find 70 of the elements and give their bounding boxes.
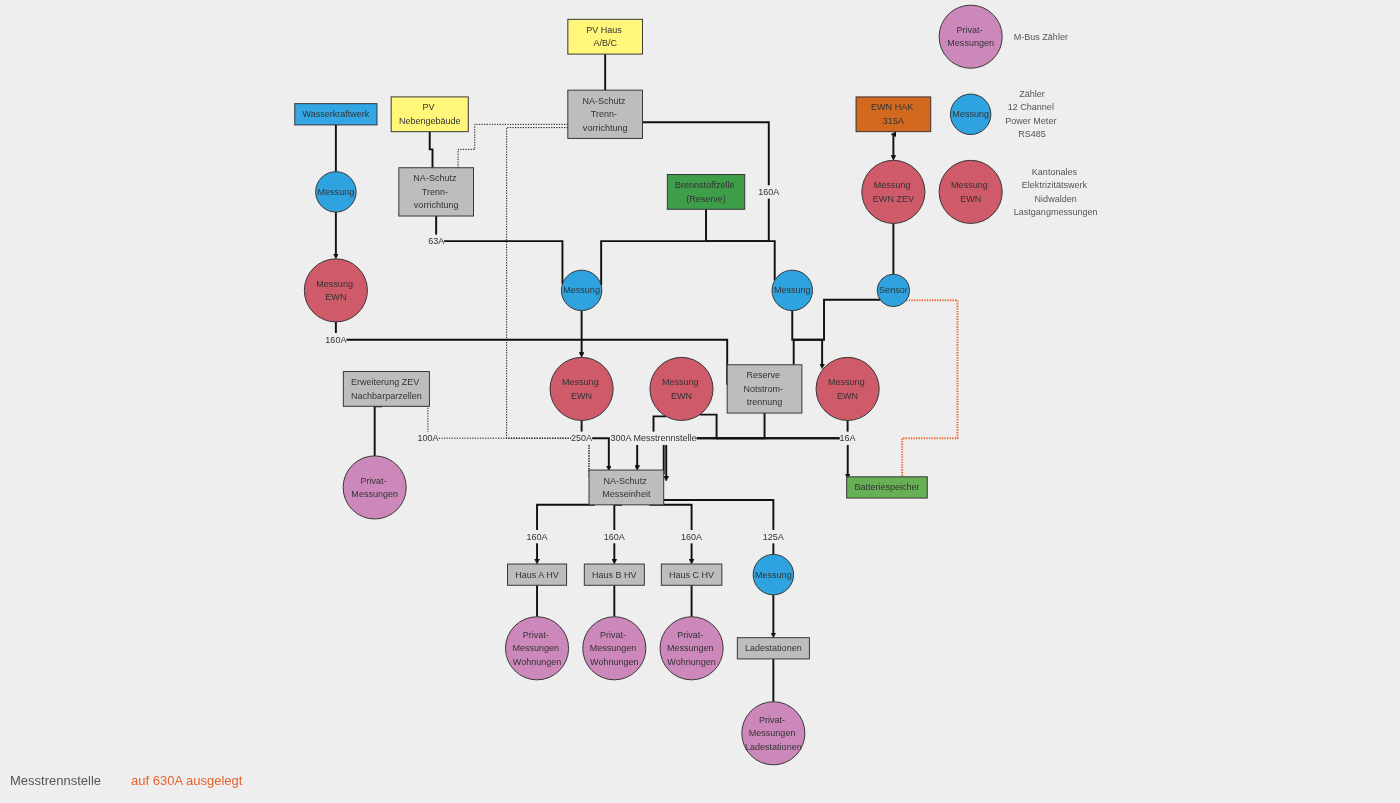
connector: [604, 53, 607, 92]
connector: [600, 121, 770, 287]
node-circle: Privat- Messungen Wohnungen: [659, 616, 724, 681]
node-circle: Messung: [771, 269, 813, 312]
node-circle: Privat- Messungen Wohnungen: [582, 616, 647, 681]
connector: [613, 584, 616, 618]
edge-label: 16A: [839, 432, 856, 444]
node-label: Lastgangmessungen: [1013, 206, 1098, 217]
node-circle: Privat- Messungen: [342, 455, 407, 520]
node-box: EWN HAK 315A: [855, 96, 932, 133]
node-label: Zähler: [1019, 88, 1045, 99]
node-label: M-Bus Zähler: [1013, 31, 1068, 42]
connector: [772, 657, 775, 703]
node-box: NA-Schutz Trenn- vorrichtung: [398, 167, 474, 217]
node-box: Haus B HV: [583, 563, 645, 586]
connector: [435, 215, 564, 285]
node-box: NA-Schutz Trenn- vorrichtung: [567, 89, 643, 139]
edge-label: 160A: [603, 531, 625, 542]
node-circle: Messung EWN: [549, 356, 614, 421]
edge-label: 160A: [526, 531, 548, 542]
edge-label: 100A: [417, 432, 439, 444]
arrow: [578, 309, 585, 358]
arrow: [770, 593, 777, 638]
connector: [334, 123, 337, 173]
node-circle: Messung EWN ZEV: [861, 159, 926, 224]
connector: [536, 584, 538, 618]
edge-label: 63A: [428, 235, 445, 246]
node-box: PV Haus A/B/C: [567, 18, 643, 55]
node-circle: Messung: [560, 269, 603, 312]
node-circle: Privat- Messungen Wohnungen: [505, 616, 570, 681]
node-circle: Messung: [949, 93, 992, 135]
connector: [705, 208, 776, 282]
connector: [662, 499, 775, 556]
connector: [892, 222, 895, 276]
node-label: Kantonales Elektrizitätswerk Nidwalden: [1021, 166, 1087, 204]
node-circle: Messung EWN: [303, 258, 368, 323]
connector: [792, 298, 882, 366]
node-circle: Privat- Messungen: [938, 4, 1003, 69]
edge-label: 125A: [762, 531, 784, 542]
node-label: 12 Channel Power Meter RS485: [1005, 102, 1057, 140]
node-circle: Messung EWN: [815, 356, 880, 421]
edge-label: 250A: [571, 432, 593, 444]
connector: [428, 130, 434, 169]
node-box: Wasserkraftwerk: [294, 103, 378, 126]
node-circle: Messung EWN: [649, 356, 714, 421]
note-text: auf 630A ausgelegt: [131, 773, 243, 790]
arrow: [791, 309, 825, 370]
edge-label: 160A: [681, 531, 703, 542]
connector: [690, 584, 693, 618]
node-circle: Privat- Messungen Ladestationen: [741, 701, 806, 766]
note-text: Messtrennstelle: [10, 773, 102, 790]
node-box: Ladestationen: [736, 637, 810, 660]
edge-label: 300A Messtrennstelle: [610, 432, 697, 444]
node-box: Erweiterung ZEV Nachbarparzellen: [342, 371, 430, 407]
node-circle: Messung EWN: [938, 159, 1003, 224]
node-box: PV Nebengebäude: [390, 96, 469, 133]
node-box: Brennstoffzelle (Reserve): [666, 174, 746, 210]
connector: [901, 299, 959, 478]
node-circle: Messung: [315, 171, 357, 213]
node-box: NA-Schutz Messeinheit: [588, 469, 665, 506]
node-circle: Messung: [752, 553, 795, 596]
edge-label: 160A: [325, 334, 347, 345]
node-circle: Sensor: [876, 273, 911, 308]
arrow: [333, 211, 339, 260]
node-box: Haus C HV: [660, 563, 723, 586]
node-box: Reserve Notstrom- trennung: [726, 364, 803, 414]
edge-label: 160A: [758, 186, 780, 197]
arrow: [890, 131, 897, 161]
node-box: Batteriespeicher: [846, 476, 928, 499]
node-box: Haus A HV: [507, 563, 568, 586]
